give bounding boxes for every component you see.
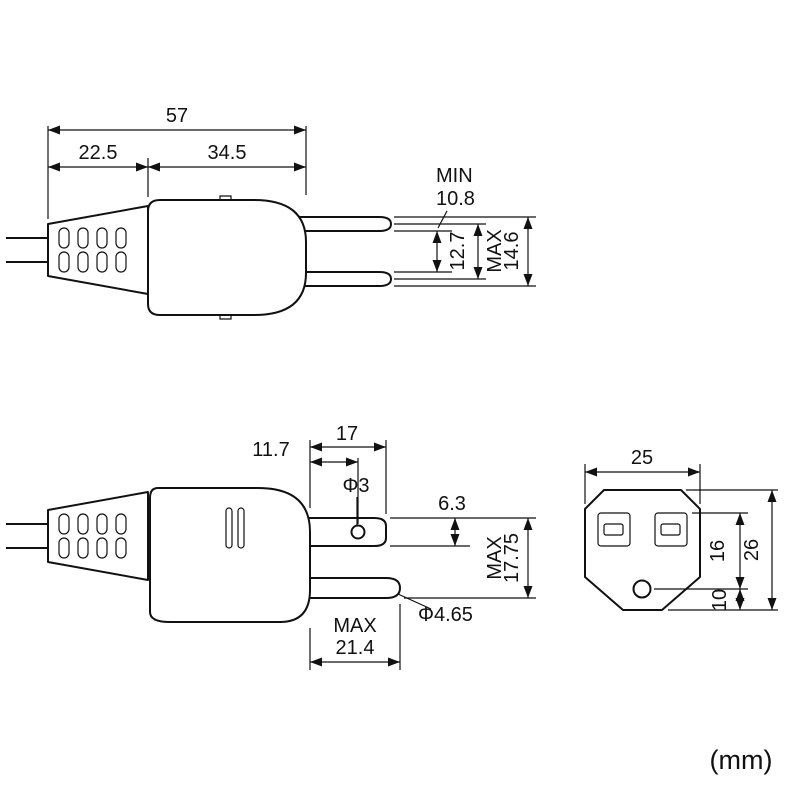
plug-side-view: 17 11.7 Φ3 6.3 MAX 17.75 MAX 21.4 Φ4.65: [6, 423, 536, 670]
dim-blade-length: 17: [336, 423, 358, 445]
dim-outlet-width: 25: [631, 447, 653, 469]
top-view-dimension-lines: [48, 125, 533, 286]
outlet-slot-right: [654, 512, 688, 547]
strain-relief-ribs-side: [58, 513, 127, 559]
blade-hole: [350, 524, 366, 540]
dim-hole-offset: 11.7: [252, 439, 289, 461]
dim-hole-to-bottom: 10: [709, 589, 731, 611]
power-cable: [6, 237, 50, 263]
plug-body: [147, 199, 307, 316]
body-tab-top: [219, 195, 232, 200]
plug-blade-upper: [291, 216, 392, 232]
side-view-dimension-lines: [310, 442, 533, 667]
plug-blade-lower: [291, 271, 392, 287]
side-view-extension-lines: [309, 440, 536, 670]
dim-pin-length: 21.4: [336, 637, 375, 659]
flat-blade-side: [291, 517, 387, 547]
plug-top-view: 57 22.5 34.5 MIN 10.8 12.7 MAX 14.6: [6, 105, 536, 320]
strain-relief-boot: [47, 205, 149, 295]
body-tab-bottom: [219, 315, 232, 320]
dim-span-value: 17.75: [501, 533, 523, 583]
dim-blade-pitch: 12.7: [447, 232, 469, 271]
ground-pin: [291, 577, 401, 599]
dim-blade-width: 6.3: [438, 493, 466, 515]
outlet-ground-hole: [632, 579, 652, 599]
dim-hole-diameter: Φ3: [342, 475, 369, 497]
dim-min-gap: 10.8: [436, 188, 475, 210]
dim-pin-diameter: Φ4.65: [418, 604, 473, 626]
top-view-extension-lines: [47, 126, 536, 287]
min-leader-line: [437, 210, 448, 229]
strain-relief-ribs: [58, 227, 127, 273]
dim-body-width: 34.5: [208, 142, 247, 164]
pin-dia-leader: [397, 593, 432, 610]
outlet-face-view: 25 16 10 26: [584, 447, 778, 611]
outlet-slot-left: [597, 512, 631, 547]
plug-body-side: [149, 487, 311, 623]
dim-span-max-label: MAX: [484, 536, 506, 579]
unit-label: (mm): [710, 745, 773, 775]
dim-boot-width: 22.5: [79, 142, 118, 164]
power-cable-side: [6, 523, 50, 549]
dim-overall-width: 57: [166, 105, 188, 127]
dim-max-span: 14.6: [501, 232, 523, 271]
outlet-dimension-lines: [585, 467, 777, 610]
strain-relief-boot-side: [47, 491, 149, 581]
body-vent-slots: [225, 507, 245, 549]
dim-pin-max-label: MAX: [333, 615, 376, 637]
dim-outlet-height: 26: [741, 539, 763, 561]
dim-slot-to-hole: 16: [707, 540, 729, 562]
dim-max-label: MAX: [484, 229, 506, 272]
dim-min-label: MIN: [436, 165, 473, 187]
outlet-outline: [584, 489, 701, 611]
